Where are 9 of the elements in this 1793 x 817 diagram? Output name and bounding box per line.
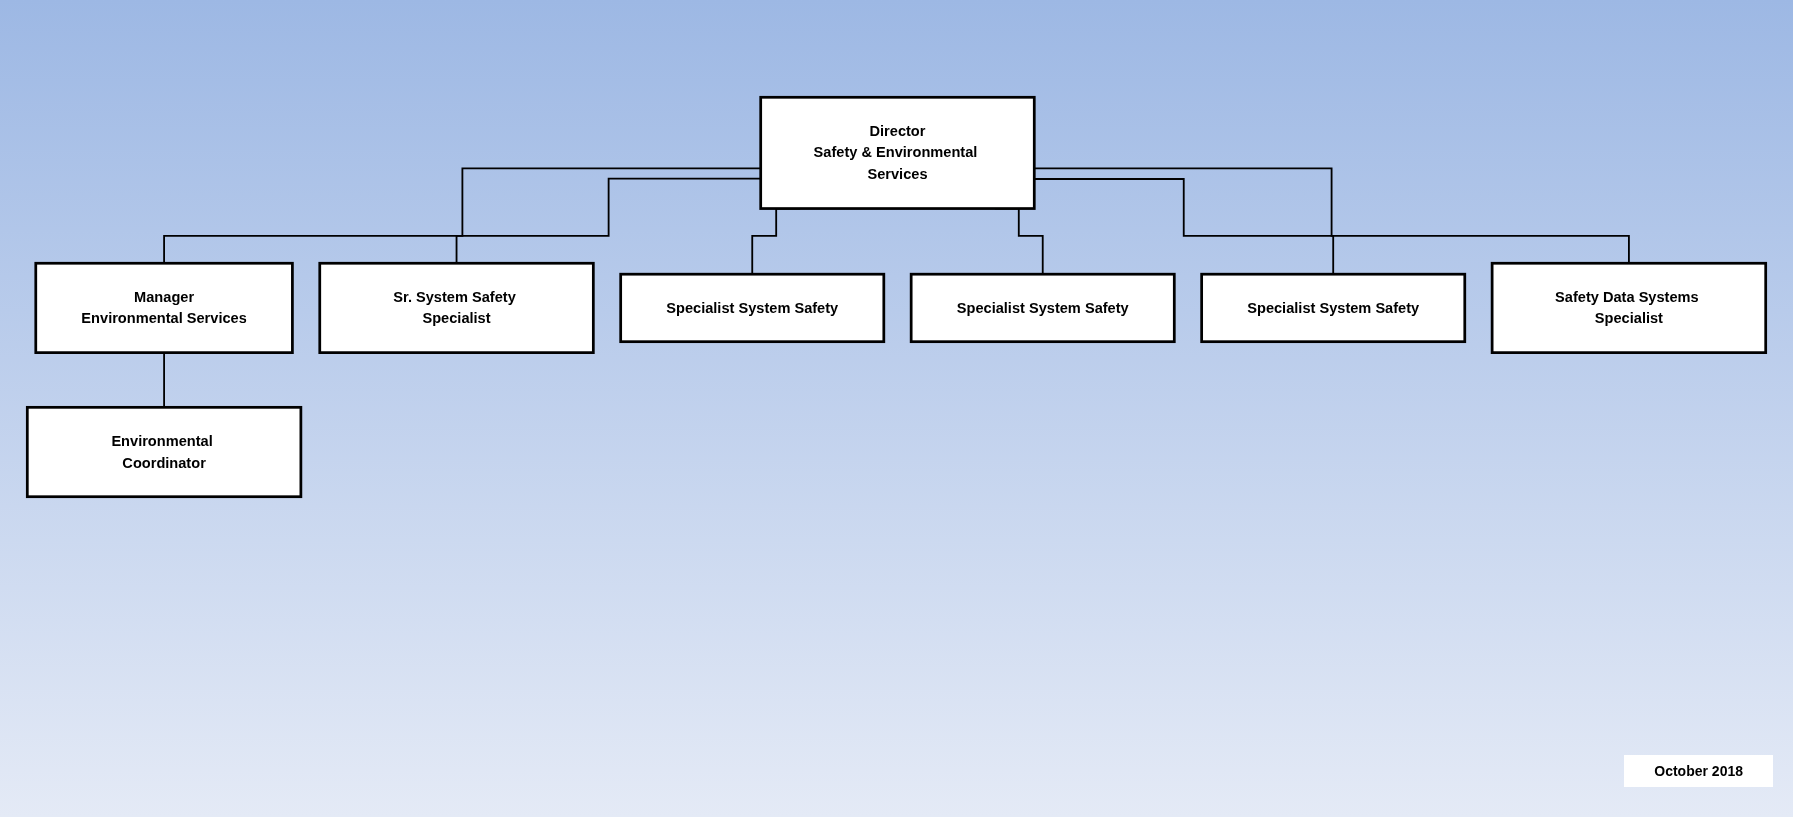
node-box: Director Safety & Environmental Services xyxy=(759,95,1036,210)
date-note: October 2018 xyxy=(1624,755,1773,787)
node-box: Sr. System Safety Specialist xyxy=(318,261,595,354)
node-box: Environmental Coordinator xyxy=(25,405,303,499)
node-box: Safety Data Systems Specialist xyxy=(1490,261,1768,354)
node-box: Specialist System Safety xyxy=(909,272,1176,344)
node-box: Manager Environmental Services xyxy=(34,261,294,354)
node-box: Specialist System Safety xyxy=(619,272,886,344)
node-box: Specialist System Safety xyxy=(1200,272,1467,344)
